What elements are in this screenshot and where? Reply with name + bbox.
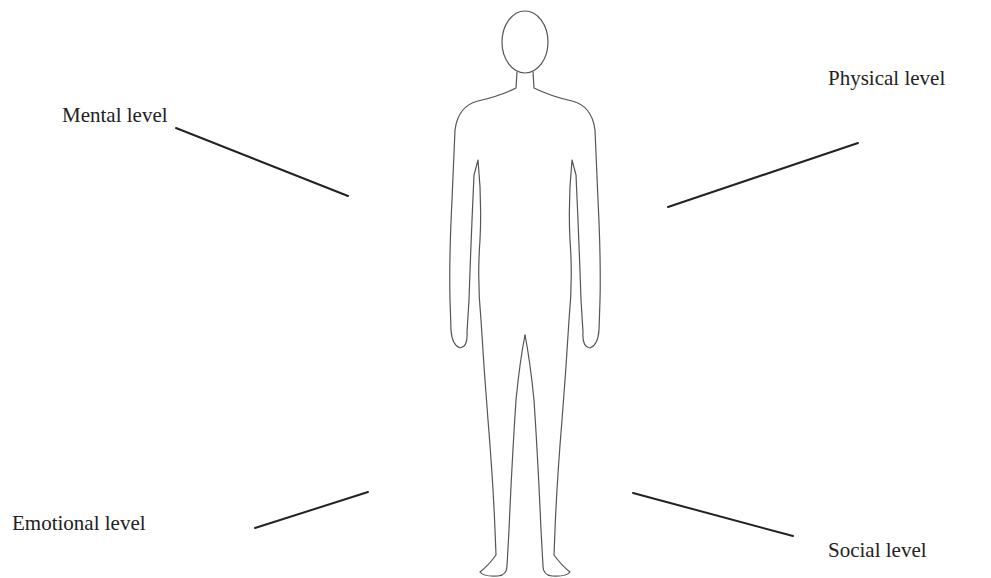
leader-line [668, 143, 858, 207]
level-label: Physical level [828, 66, 945, 91]
figure-head [502, 11, 548, 73]
figure-body-mirror [525, 72, 600, 576]
leader-line [255, 492, 368, 528]
leader-line [633, 493, 793, 536]
level-label: Mental level [62, 103, 168, 128]
leader-line [176, 128, 348, 196]
level-label: Social level [828, 538, 927, 563]
figure-body-half [450, 72, 525, 576]
level-label: Emotional level [12, 511, 146, 536]
